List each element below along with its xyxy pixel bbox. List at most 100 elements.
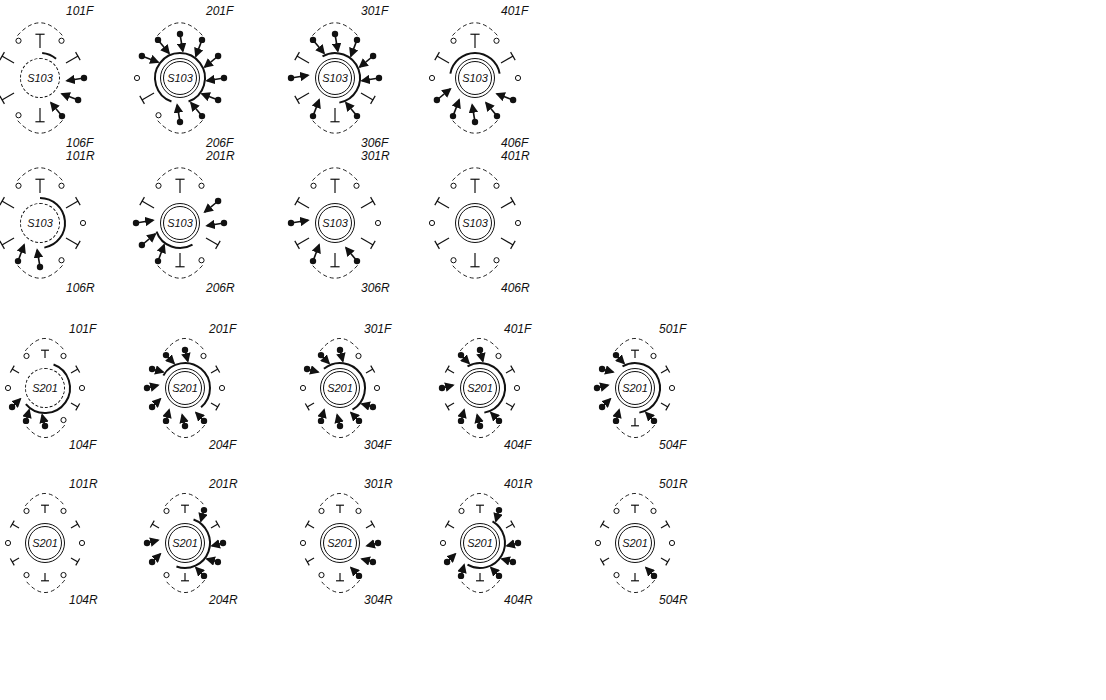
contact-dot — [201, 573, 207, 579]
terminal-lug — [2, 56, 14, 63]
terminal-eyelet — [61, 508, 66, 513]
terminal-label: 101F — [69, 322, 96, 336]
dashed-outline — [320, 493, 359, 505]
terminal-eyelet — [156, 183, 161, 188]
terminal-lug — [435, 52, 440, 60]
terminal-lug — [216, 241, 221, 249]
terminal-lug — [631, 580, 639, 581]
terminal-eyelet — [80, 220, 85, 225]
contact-dot — [199, 113, 205, 119]
terminal-lug — [152, 524, 159, 528]
terminal-lug — [295, 241, 300, 249]
contact-dot — [510, 97, 516, 103]
terminal-eyelet — [300, 385, 305, 390]
terminal-lug — [44, 505, 45, 513]
terminal-eyelet — [59, 258, 64, 263]
terminal-eyelet — [311, 183, 316, 188]
terminal-lug — [366, 369, 373, 373]
dashed-outline — [452, 168, 497, 181]
terminal-lug — [179, 179, 180, 193]
terminal-lug — [506, 369, 513, 373]
switch-wafer: S201 — [320, 368, 360, 408]
terminal-eyelet — [354, 183, 359, 188]
terminal-lug — [0, 197, 4, 205]
contact-dot — [651, 418, 657, 424]
terminal-label: 106F — [66, 136, 93, 150]
terminal-lug — [511, 521, 515, 528]
terminal-lug — [474, 179, 475, 193]
terminal-eyelet — [374, 385, 379, 390]
terminal-lug — [361, 238, 373, 245]
dashed-outline — [17, 23, 62, 36]
terminal-lug — [297, 201, 309, 208]
terminal-lug — [661, 524, 668, 528]
contact-dot — [594, 385, 600, 391]
terminal-eyelet — [24, 353, 29, 358]
terminal-lug — [35, 179, 44, 180]
terminal-label: 501R — [659, 477, 688, 491]
contact-dot — [651, 573, 657, 579]
terminal-lug — [447, 524, 454, 528]
terminal-lug — [435, 197, 440, 205]
terminal-lug — [602, 524, 609, 528]
terminal-lug — [634, 418, 635, 426]
contact-dot — [496, 573, 502, 579]
contact-dot — [155, 258, 161, 264]
switch-wafer: S103 — [315, 58, 355, 98]
terminal-lug — [142, 93, 154, 100]
terminal-lug — [661, 403, 668, 407]
terminal-lug — [76, 366, 80, 373]
terminal-lug — [602, 558, 609, 562]
terminal-eyelet — [319, 508, 324, 513]
switch-wafer: S201 — [460, 368, 500, 408]
dashed-outline — [615, 425, 654, 437]
terminal-lug — [35, 121, 44, 122]
terminal-lug — [179, 253, 180, 267]
terminal-lug — [447, 403, 454, 407]
terminal-lug — [600, 558, 604, 565]
dashed-outline — [157, 168, 202, 181]
terminal-lug — [330, 121, 339, 122]
contact-dot — [163, 418, 169, 424]
contact-dot — [444, 559, 450, 565]
switch-wafer: S103 — [160, 203, 200, 243]
contact-dot — [139, 242, 145, 248]
rotor-segment — [26, 365, 70, 413]
switch-wafer: S201 — [165, 523, 205, 563]
terminal-lug — [307, 558, 314, 562]
terminal-lug — [10, 521, 14, 528]
terminal-eyelet — [595, 540, 600, 545]
wafer-label: S103 — [27, 217, 53, 229]
contact-dot — [288, 75, 294, 81]
contact-dot — [310, 258, 316, 264]
terminal-eyelet — [614, 572, 619, 577]
terminal-label: 401R — [501, 149, 530, 163]
contact-dot — [450, 113, 456, 119]
terminal-label: 406R — [501, 281, 530, 295]
terminal-eyelet — [156, 113, 161, 118]
contact-dot — [496, 507, 502, 513]
contact-dot — [42, 423, 48, 429]
contact-dot — [220, 540, 226, 546]
terminal-lug — [631, 505, 639, 506]
contact-dot — [375, 540, 381, 546]
contact-dot — [215, 97, 221, 103]
switch-wafer: S103 — [20, 203, 60, 243]
terminal-label: 406F — [501, 136, 528, 150]
terminal-lug — [181, 580, 189, 581]
contact-dot — [613, 352, 619, 358]
contact-dot — [15, 258, 21, 264]
contact-dot — [354, 113, 360, 119]
terminal-lug — [330, 179, 339, 180]
terminal-lug — [76, 241, 81, 249]
terminal-eyelet — [199, 258, 204, 263]
dashed-outline — [460, 580, 499, 592]
terminal-eyelet — [429, 220, 434, 225]
terminal-lug — [184, 505, 185, 513]
contact-dot — [458, 418, 464, 424]
contact-dot — [599, 404, 605, 410]
terminal-eyelet — [201, 353, 206, 358]
terminal-label: 401F — [504, 322, 531, 336]
dashed-outline — [312, 120, 357, 133]
contact-dot — [310, 37, 316, 43]
